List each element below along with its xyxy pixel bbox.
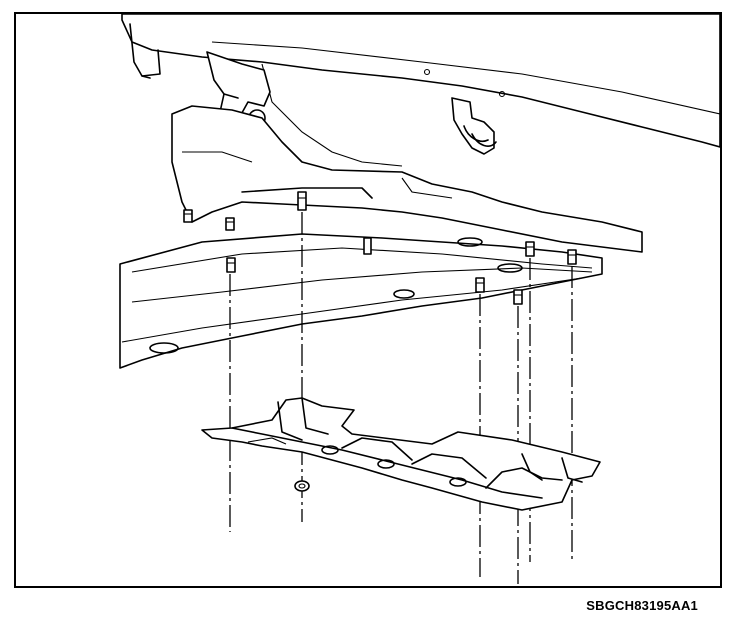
cage-nut [294, 480, 310, 492]
skid-plate-exploded-view [119, 14, 720, 584]
bolt-group [183, 191, 577, 305]
bolt [226, 257, 236, 273]
body-crossmember [171, 105, 643, 253]
skid-plate [201, 397, 601, 511]
bolt [225, 217, 235, 231]
bolt [525, 241, 535, 257]
bolt [183, 209, 193, 223]
bolt [363, 237, 372, 255]
figure-reference-code: SBGCH83195AA1 [586, 598, 698, 613]
frame-bracket-right [451, 97, 497, 155]
bolt [297, 191, 307, 211]
bolt [513, 289, 523, 305]
frame-rail-upper [121, 14, 720, 167]
frame-crossmember-main [119, 233, 603, 369]
diagram-frame [14, 12, 722, 588]
bolt [567, 249, 577, 265]
bolt [475, 277, 485, 293]
